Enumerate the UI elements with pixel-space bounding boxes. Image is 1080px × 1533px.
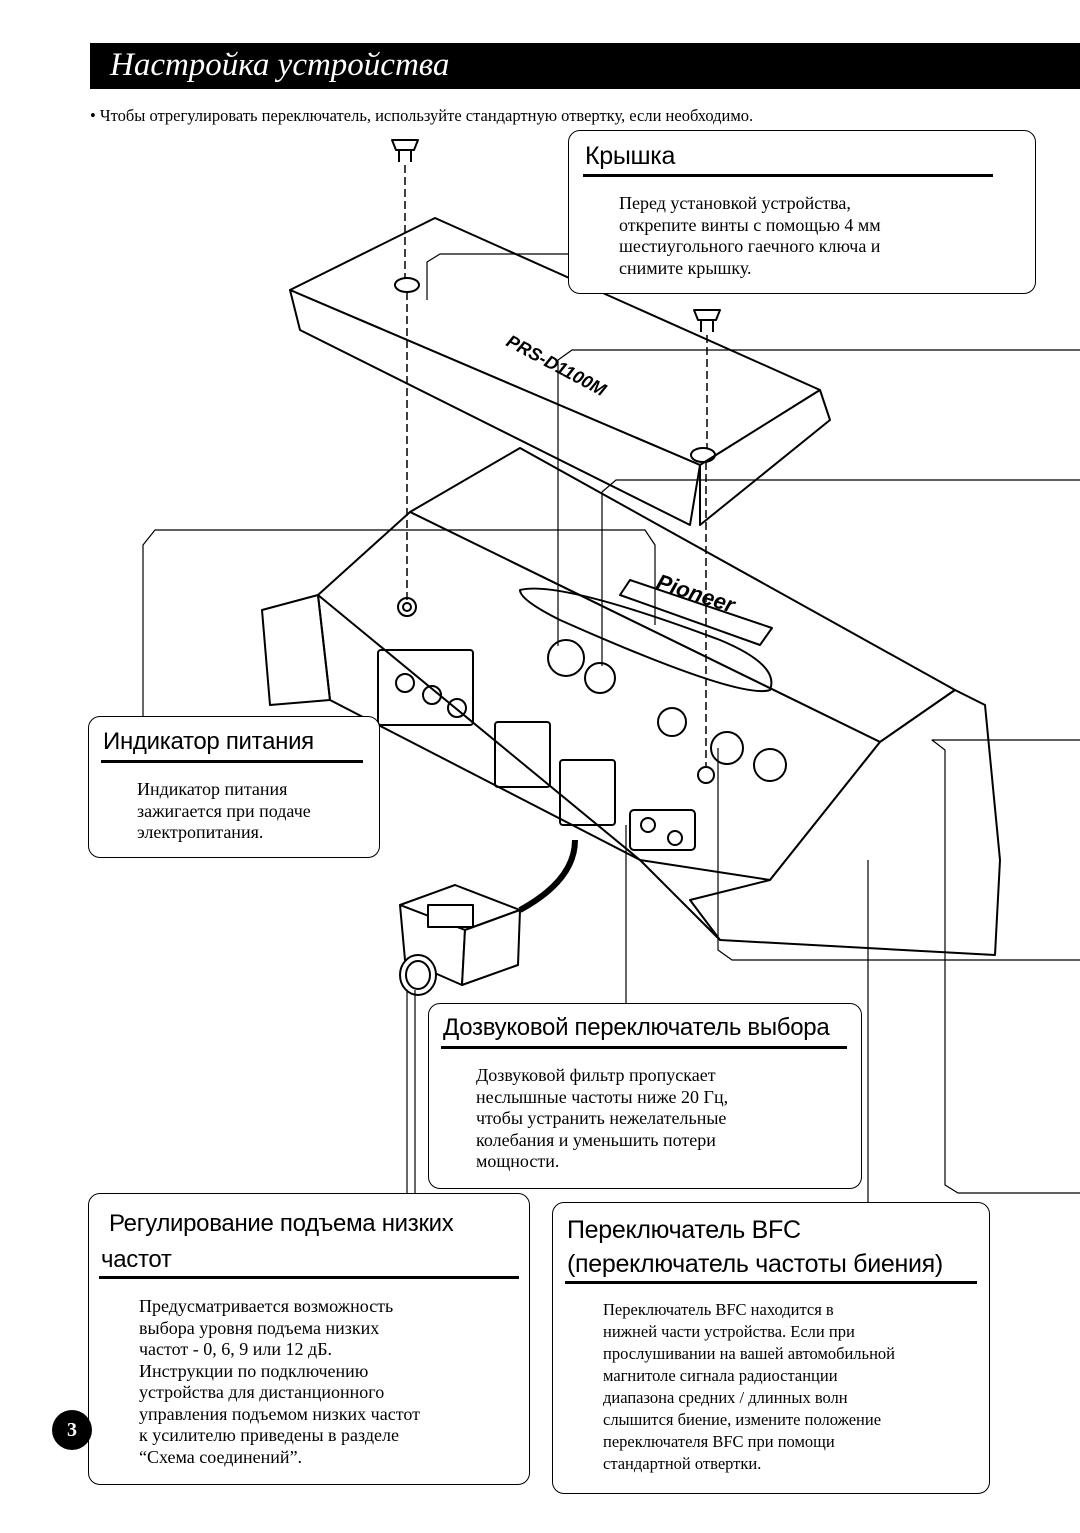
screw-right: [693, 309, 721, 332]
page-title: Настройка устройства: [110, 47, 450, 83]
screw-left: [391, 139, 419, 162]
callout-bass-boost-heading: Регулирование подъема низких частот: [101, 1210, 454, 1273]
rca-inputs: [629, 809, 696, 851]
callout-subsonic-body: Дозвуковой фильтр пропускает неслышные ч…: [476, 1065, 729, 1171]
remote-bass-control: [399, 839, 578, 996]
amplifier-right-end: [689, 689, 1001, 956]
screwdriver-note: • Чтобы отрегулировать переключатель, ис…: [90, 106, 754, 125]
front-logo-plate: [619, 579, 773, 646]
callout-bass-boost: Регулирование подъема низких частот Пред…: [88, 1193, 530, 1485]
callout-cover-body: Перед установкой устройства, открепите в…: [619, 193, 881, 278]
power-mode-switch: [753, 748, 787, 782]
speaker-terminal-2: [559, 759, 616, 826]
callout-subsonic-heading: Дозвуковой переключатель выбора: [443, 1014, 830, 1041]
cover-side: [699, 389, 831, 526]
front-window: [519, 587, 773, 693]
page-number: 3: [52, 1410, 92, 1450]
callout-cover: Крышка Перед установкой устройства, откр…: [568, 130, 1036, 294]
callout-subsonic: Дозвуковой переключатель выбора Дозвуков…: [428, 1003, 862, 1189]
callout-bass-boost-body: Предусматривается возможность выбора уро…: [139, 1296, 420, 1467]
callout-cover-heading: Крышка: [585, 142, 676, 170]
callout-power-indicator-body: Индикатор питания зажигается при подаче …: [137, 779, 311, 842]
gain-control: [584, 662, 616, 694]
bfc-switch: [710, 731, 744, 765]
bass-boost-control: [657, 707, 687, 737]
cover-front: [289, 289, 701, 526]
subsonic-switch: [547, 639, 585, 677]
callout-bfc-heading: Переключатель BFC (переключатель частоты…: [567, 1216, 943, 1278]
callout-power-indicator: Индикатор питания Индикатор питания зажи…: [88, 716, 380, 858]
speaker-terminal-1: [494, 721, 551, 788]
callout-bfc: Переключатель BFC (переключатель частоты…: [552, 1202, 990, 1494]
callout-power-indicator-heading: Индикатор питания: [103, 728, 314, 755]
callout-bfc-body: Переключатель BFC находится в нижней час…: [603, 1300, 895, 1473]
power-terminal-block: [377, 649, 474, 726]
page-title-bar: Настройка устройства: [90, 43, 1080, 89]
